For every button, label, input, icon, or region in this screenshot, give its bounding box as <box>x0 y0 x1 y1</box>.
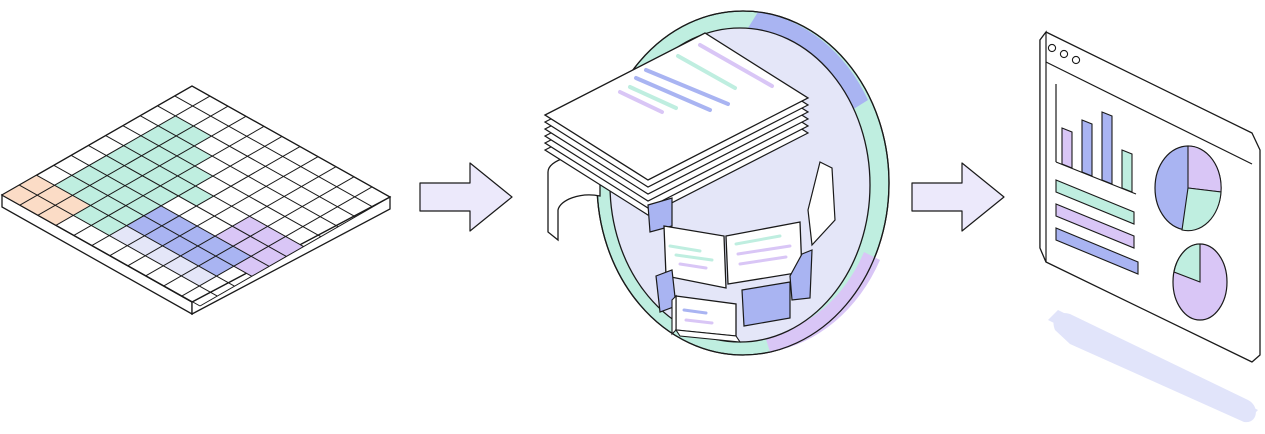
dashboard-icon <box>1040 32 1260 422</box>
arrow-right-icon <box>420 163 512 231</box>
spreadsheet-icon <box>2 86 390 314</box>
document-processing-icon <box>545 11 889 355</box>
arrow-right-icon <box>912 163 1004 231</box>
